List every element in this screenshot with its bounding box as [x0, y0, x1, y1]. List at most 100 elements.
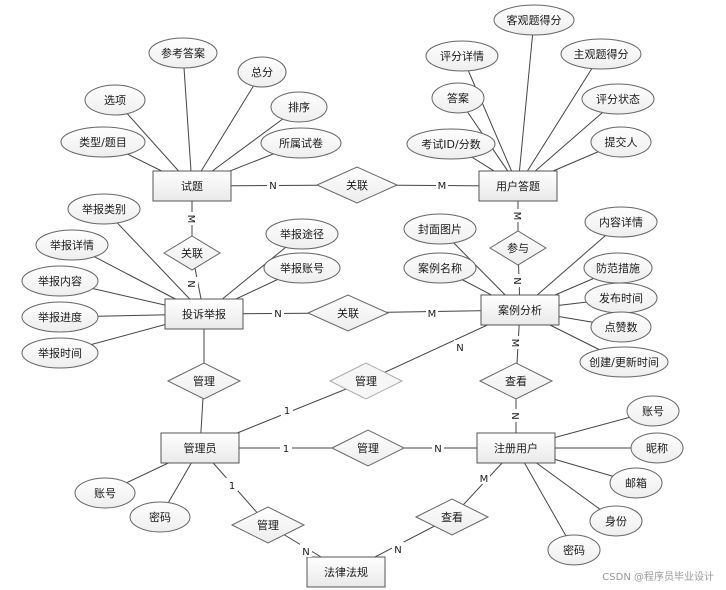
entity-gly: 管理员	[160, 432, 240, 464]
cardinality-r6-to: N	[456, 343, 463, 354]
attribute-ellipse	[403, 213, 477, 245]
relationships-layer: 关联关联参与关联管理管理查看管理管理查看	[163, 166, 554, 544]
attribute-label: 昵称	[646, 441, 668, 455]
cardinality-r1-to: M	[438, 181, 447, 192]
cardinality-bg	[426, 306, 438, 319]
attr-connector-a_umm	[515, 447, 575, 551]
cardinality-bg	[226, 478, 238, 491]
cardinality-bg	[280, 441, 292, 454]
attribute-a_dzs: 点赞数	[590, 311, 652, 343]
attribute-a_tjr: 提交人	[590, 126, 652, 158]
attribute-ellipse	[581, 83, 655, 115]
attribute-ellipse	[589, 505, 643, 537]
attribute-label: 案例名称	[418, 261, 462, 275]
attribute-label: 举报详情	[50, 238, 94, 252]
watermark: CSDN @程序员毕业设计	[602, 570, 714, 583]
attribute-label: 账号	[94, 487, 116, 500]
attribute-label: 账号	[642, 405, 664, 418]
cardinality-bg	[510, 409, 522, 422]
attribute-label: 密码	[563, 543, 585, 557]
cardinality-bg	[512, 209, 524, 222]
entity-label: 用户答题	[496, 179, 540, 193]
attr-connector-a_zgtdf	[517, 53, 602, 187]
attribute-a_jbnr: 举报内容	[21, 265, 99, 297]
cardinality-r7-to: N	[509, 412, 520, 419]
cardinality-r2-from: M	[185, 215, 196, 224]
attribute-ellipse	[425, 40, 499, 72]
cardinality-r7-from: M	[509, 339, 520, 348]
cardinality-bg	[272, 306, 284, 319]
attribute-label: 举报账号	[280, 261, 324, 275]
attribute-ellipse	[60, 126, 146, 158]
attribute-label: 类型/题目	[79, 135, 127, 149]
attribute-a_unc: 昵称	[630, 432, 684, 464]
cardinality-r8-from: 1	[283, 444, 289, 455]
attribute-a_sssj: 所属试卷	[260, 127, 342, 159]
cardinality-bg	[281, 403, 293, 416]
relationship-r7: 查看	[478, 362, 554, 400]
cardinality-bg	[186, 212, 198, 225]
entity-label: 注册用户	[494, 441, 538, 455]
attribute-label: 举报进度	[38, 310, 82, 324]
cardinality-bg	[432, 441, 444, 454]
attribute-label: 密码	[149, 510, 171, 524]
attribute-ellipse	[21, 301, 99, 333]
attribute-label: 所属试卷	[279, 136, 323, 150]
cardinality-r9-from: 1	[229, 481, 235, 492]
attribute-ellipse	[403, 252, 477, 284]
entity-box	[478, 170, 558, 202]
attribute-a_fbsj: 发布时间	[584, 282, 658, 314]
relationship-diamond	[489, 230, 547, 266]
attribute-label: 选项	[104, 94, 126, 107]
attribute-a_gmm: 密码	[129, 501, 191, 533]
cardinality-bg	[392, 542, 404, 555]
relationship-diamond	[315, 166, 399, 204]
cardinality-r3-to: N	[511, 277, 522, 284]
attribute-a_uyx: 邮箱	[609, 467, 663, 499]
relationship-r6: 管理	[328, 362, 404, 400]
relationship-diamond	[330, 429, 406, 467]
attribute-a_nrxq: 内容详情	[584, 206, 658, 238]
entity-label: 案例分析	[498, 303, 542, 317]
cardinality-r1-from: N	[269, 181, 276, 192]
cardinality-bg	[300, 544, 312, 557]
connector-lines	[59, 19, 657, 573]
attribute-a_jbtj: 举报途径	[265, 218, 339, 250]
entity-box	[160, 432, 240, 464]
cardinality-bg	[436, 178, 448, 191]
cardinality-bg	[454, 340, 466, 353]
attribute-label: 评分详情	[440, 49, 484, 63]
attribute-a_pfzt: 评分状态	[581, 83, 655, 115]
entity-flzg: 法律法规	[306, 556, 386, 588]
attr-connector-a_kgtdf	[517, 19, 535, 187]
relationship-label: 管理	[355, 374, 377, 388]
attribute-ellipse	[263, 252, 341, 284]
attribute-label: 封面图片	[418, 222, 462, 236]
attribute-label: 举报途径	[280, 227, 324, 241]
cardinality-r6-from: 1	[284, 406, 290, 417]
attribute-ellipse	[237, 56, 287, 88]
attribute-a_jbsj: 举报时间	[21, 337, 99, 369]
entity-shiti: 试题	[152, 170, 232, 202]
relationship-diamond	[166, 362, 242, 400]
attribute-a_cjgx: 创建/更新时间	[579, 346, 669, 378]
relationship-label: 管理	[193, 374, 215, 388]
attribute-a_zf: 总分	[237, 56, 287, 88]
attribute-label: 总分	[251, 65, 273, 79]
attribute-label: 提交人	[605, 135, 638, 149]
cardinality-r10-from: M	[480, 474, 489, 485]
attribute-ellipse	[74, 477, 136, 509]
cardinality-r4-from: N	[274, 309, 281, 320]
attr-connector-a_ckda	[182, 52, 193, 187]
entity-zcyh: 注册用户	[476, 432, 556, 464]
attribute-a_uzh: 账号	[626, 395, 680, 427]
attribute-ellipse	[35, 229, 109, 261]
attribute-ellipse	[547, 534, 601, 566]
cardinality-r4-to: M	[428, 309, 437, 320]
entity-box	[306, 556, 386, 588]
cardinality-bg	[512, 274, 524, 287]
attribute-label: 身份	[605, 514, 627, 528]
attribute-ellipse	[590, 126, 652, 158]
cardinality-r10-to: N	[394, 545, 401, 556]
